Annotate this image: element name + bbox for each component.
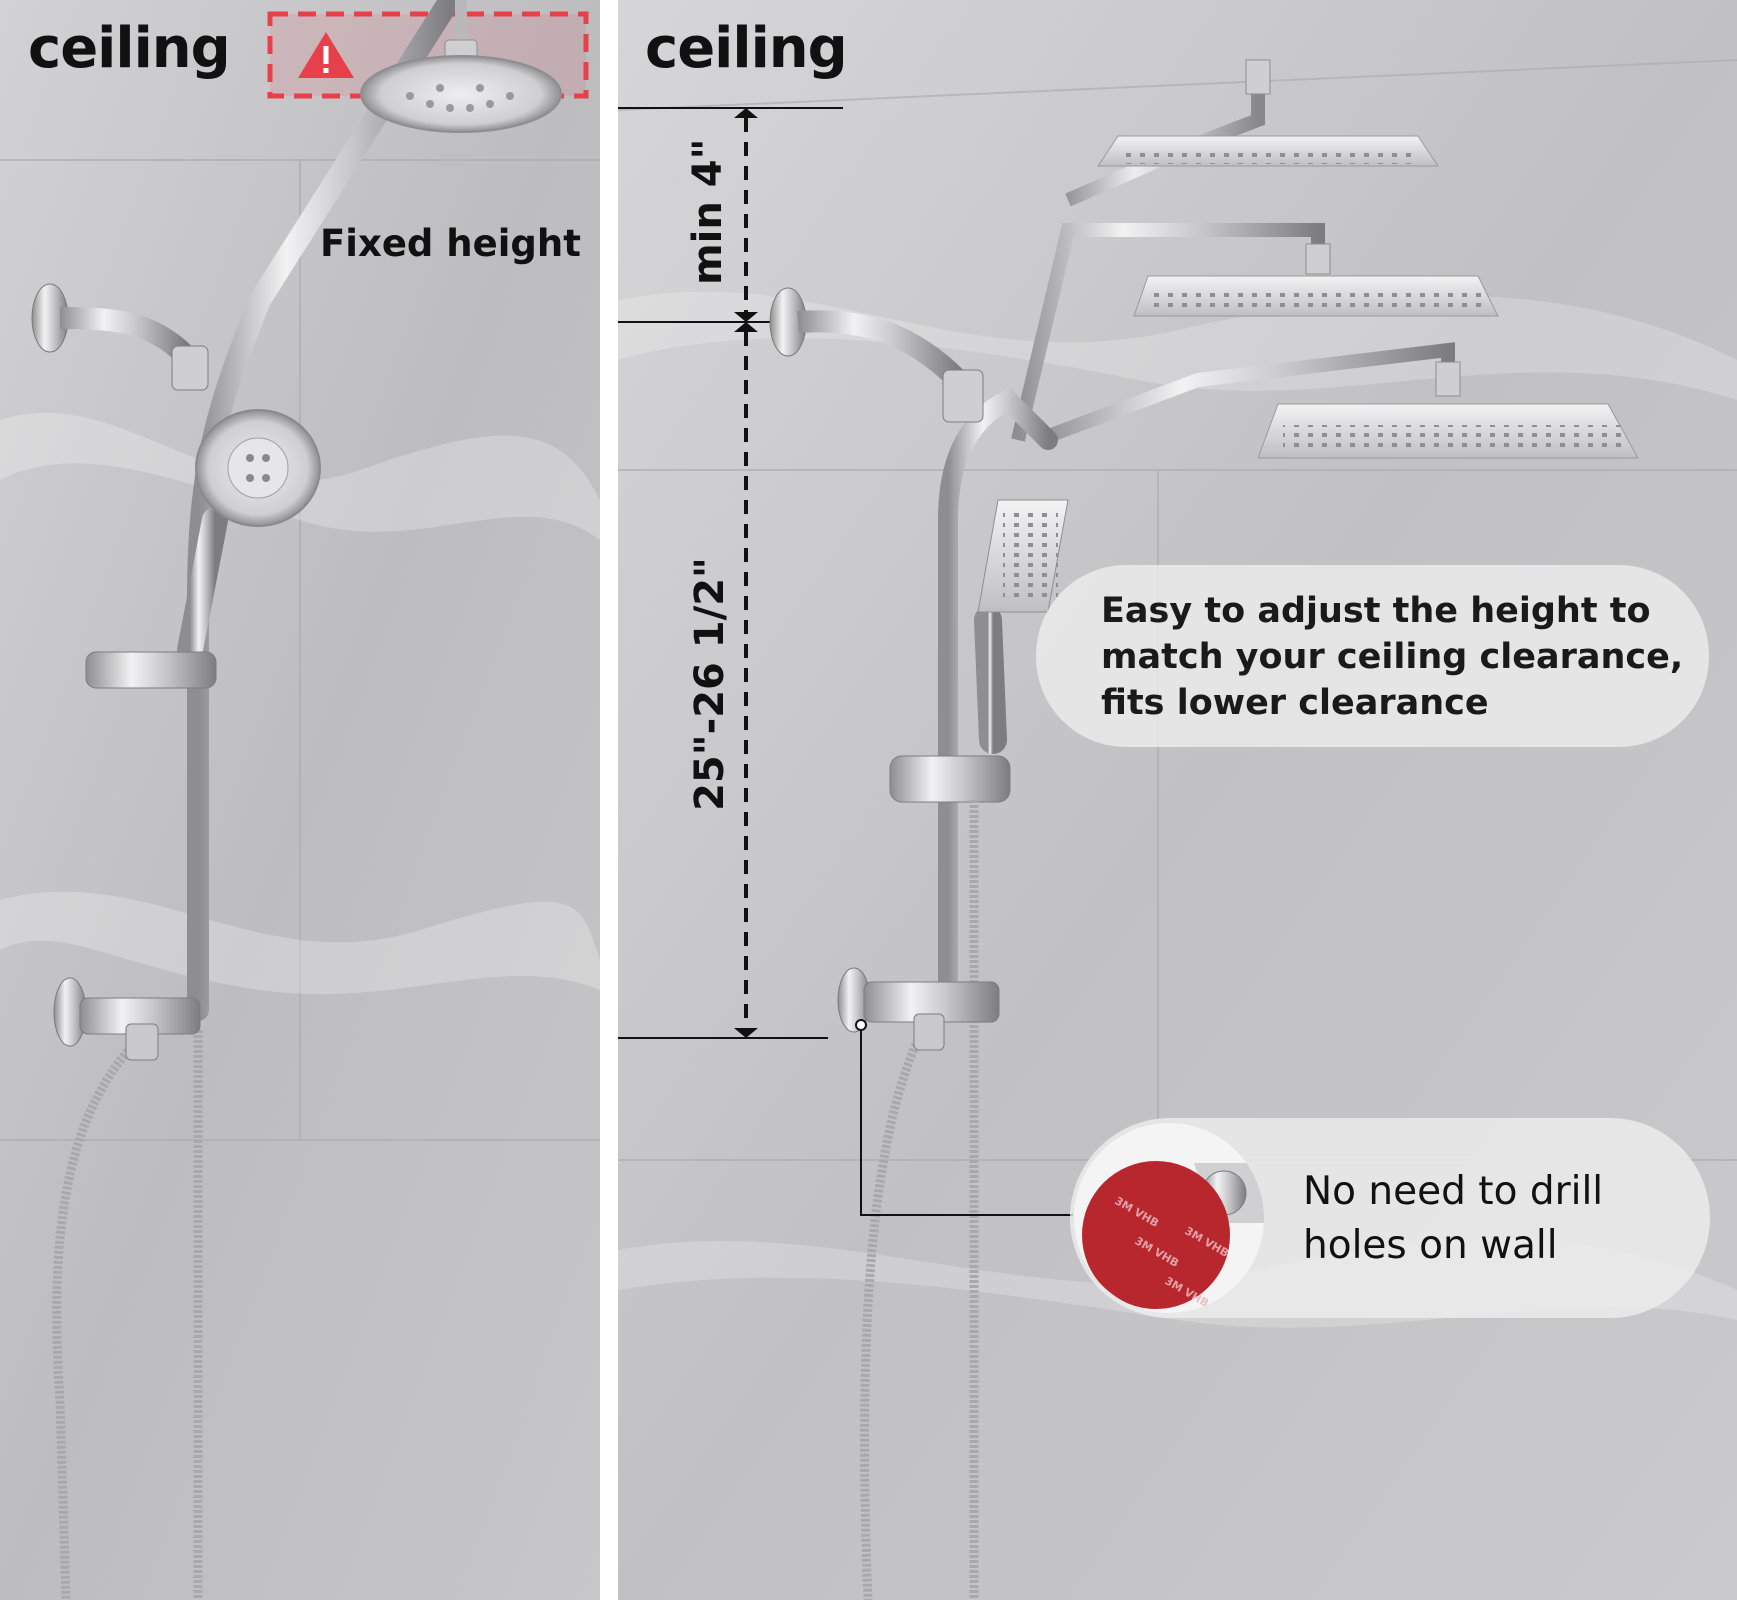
right-scene: [618, 0, 1737, 1600]
shower-arm: [59, 307, 193, 364]
no-drill-callout-text: No need to drill holes on wall: [1303, 1165, 1603, 1273]
shower-arm: [797, 310, 966, 388]
adjust-callout-line-3: fits lower clearance: [1101, 683, 1489, 723]
adjustable-height-panel: ceiling min 4" 25"-26 1/2" Easy to adjus…: [618, 0, 1737, 1600]
handheld-nozzles: [1003, 512, 1058, 602]
panel-divider: [600, 0, 618, 1600]
rain-head-position-high: [1065, 59, 1439, 207]
height-range-dimension: 25"-26 1/2": [687, 557, 733, 811]
water-outlet-elbow: [125, 1023, 159, 1061]
min-clearance-dimension: min 4": [685, 138, 731, 285]
no-drill-line-2: holes on wall: [1303, 1223, 1558, 1268]
ceiling-label: ceiling: [645, 16, 848, 81]
adjust-callout-line-1: Easy to adjust the height to: [1101, 591, 1651, 631]
no-drill-line-1: No need to drill: [1303, 1169, 1604, 1214]
handheld-center-face: [227, 437, 289, 499]
left-scene: [0, 0, 600, 1600]
warning-triangle-icon: [298, 32, 354, 78]
diverter-connector: [171, 345, 209, 391]
wall: [618, 0, 1737, 1600]
adhesive-pad: [1082, 1161, 1230, 1309]
shower-riser: [938, 387, 1058, 1020]
diverter-connector: [942, 369, 984, 423]
leader-dot: [855, 1019, 867, 1031]
adjust-height-callout: [1036, 565, 1709, 747]
handheld-handle: [974, 606, 1007, 754]
shower-hose: [860, 1038, 923, 1600]
tile-grid: [0, 159, 600, 1141]
fixed-height-label: Fixed height: [320, 222, 581, 265]
shower-hose: [52, 1036, 142, 1600]
marble-veins: [0, 412, 600, 995]
rain-head-position-mid: [1011, 223, 1499, 442]
slide-bar-holder: [85, 651, 217, 689]
ceiling-drop-pipe: [455, 0, 467, 45]
adjust-callout-line-2: match your ceiling clearance,: [1101, 637, 1684, 677]
handheld-handle: [177, 507, 228, 663]
rain-head-nozzles: [406, 84, 514, 112]
fixed-height-panel: ceiling Fixed height: [0, 0, 600, 1600]
handheld-nozzles: [246, 454, 270, 482]
adhesive-pad-image: 3M VHB 3M VHB 3M VHB 3M VHB: [1074, 1123, 1264, 1313]
rain-shower-head: [360, 55, 562, 133]
dimension-arrowheads: [734, 108, 758, 1038]
dimension-guides: [618, 107, 843, 1039]
slide-bar-holder: [889, 755, 1011, 803]
rain-head-position-low: [1035, 342, 1639, 459]
adjust-callout-text: Easy to adjust the height to match your …: [1101, 588, 1683, 726]
ceiling-label: ceiling: [28, 16, 231, 81]
leader-line: [860, 1030, 1073, 1216]
adhesive-pad-graphic: 3M VHB 3M VHB 3M VHB 3M VHB: [1074, 1123, 1264, 1313]
water-outlet-elbow: [913, 1013, 945, 1051]
